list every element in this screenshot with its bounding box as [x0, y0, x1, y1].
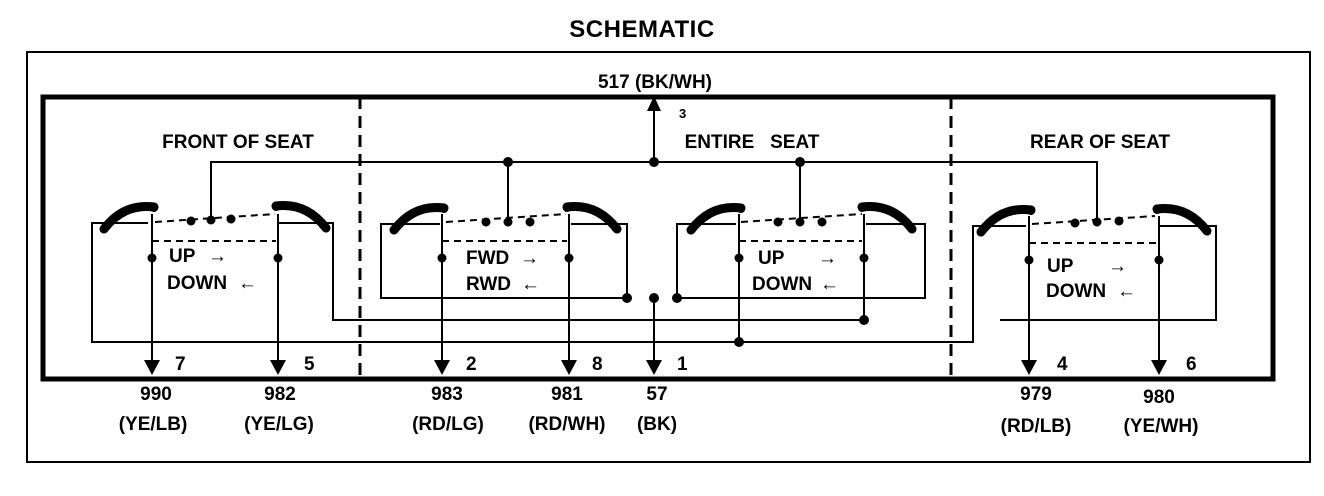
- section-front-label: FRONT OF SEAT: [162, 132, 314, 153]
- output-wire-color: (RD/WH): [528, 414, 605, 435]
- svg-text:→: →: [208, 246, 227, 267]
- svg-text:←: ←: [521, 274, 540, 295]
- output-wire-color: (YE/LG): [244, 414, 314, 435]
- switch-fwd-label: FWD: [466, 248, 509, 269]
- output-pin: 1: [677, 354, 688, 375]
- svg-text:→: →: [818, 248, 837, 269]
- output-wire-color: (YE/WH): [1124, 416, 1199, 437]
- output-pin: 6: [1186, 354, 1197, 375]
- output-wire-number: 980: [1143, 387, 1175, 408]
- output-wire-color: (BK): [637, 414, 677, 435]
- outer-frame: [26, 51, 1311, 463]
- svg-text:←: ←: [238, 273, 257, 294]
- output-wire-number: 981: [551, 384, 583, 405]
- section-entire-label: ENTIRE SEAT: [685, 132, 820, 153]
- output-wire-color: (RD/LG): [412, 414, 484, 435]
- output-arrow: [1021, 360, 1037, 375]
- output-pin: 2: [466, 354, 477, 375]
- switch-rear-line1: UP: [1047, 256, 1074, 277]
- output-wire-number: 990: [140, 384, 172, 405]
- output-wire-color: (RD/LB): [1001, 416, 1072, 437]
- svg-text:→: →: [520, 248, 539, 269]
- output-pin: 7: [175, 354, 186, 375]
- switch-rear: UP → DOWN ←: [739, 206, 1217, 362]
- output-wire-color: (YE/LB): [119, 414, 188, 435]
- output-wire-number: 983: [431, 384, 463, 405]
- output-arrow: [1151, 360, 1167, 375]
- switch-rear-line2: DOWN: [1046, 281, 1106, 302]
- svg-text:←: ←: [820, 274, 839, 295]
- section-rear-label: REAR OF SEAT: [1030, 132, 1170, 153]
- junction-dot: [795, 157, 805, 167]
- output-pin: 4: [1057, 354, 1068, 375]
- output-arrow: [434, 360, 450, 375]
- output-wire-number: 979: [1020, 384, 1052, 405]
- common-bus: [210, 161, 1098, 220]
- diagram-title: SCHEMATIC: [569, 16, 714, 43]
- supply-arrow: [647, 96, 661, 111]
- switch-fwd-rwd: FWD → RWD ←: [380, 204, 628, 362]
- switch-rwd-label: RWD: [466, 274, 511, 295]
- svg-text:←: ←: [1117, 281, 1136, 302]
- supply-pin: 3: [679, 106, 686, 121]
- switch-entire-line2: DOWN: [752, 274, 812, 295]
- output-arrow: [646, 360, 662, 375]
- output-pin: 8: [592, 354, 603, 375]
- output-wire-number: 982: [264, 384, 296, 405]
- junction-dot: [503, 157, 513, 167]
- output-arrow: [561, 360, 577, 375]
- output-pin: 5: [304, 354, 315, 375]
- output-arrow: [270, 360, 286, 375]
- output-arrow: [144, 360, 160, 375]
- junction-dot: [649, 157, 659, 167]
- connector-box: [40, 94, 1276, 382]
- switch-front: UP → DOWN ←: [91, 203, 864, 362]
- switch-entire-line1: UP: [758, 248, 785, 269]
- output-wire-number: 57: [646, 384, 667, 405]
- switch-front-line2: DOWN: [167, 273, 227, 294]
- svg-text:→: →: [1108, 256, 1127, 277]
- switch-front-line1: UP: [169, 246, 196, 267]
- switch-entire: UP → DOWN ←: [676, 204, 926, 342]
- supply-wire-label: 517 (BK/WH): [598, 72, 712, 93]
